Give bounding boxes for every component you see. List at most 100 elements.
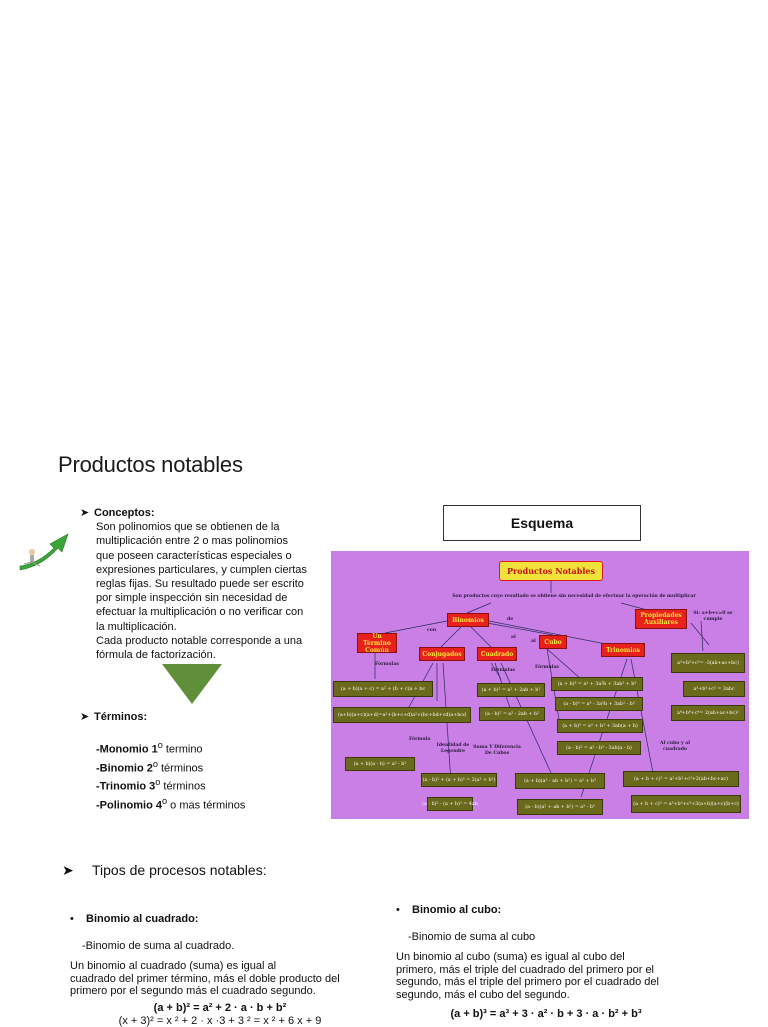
formula-box: (a - b)² = a² - 2ab + b² [479, 707, 545, 721]
concepts-line: multiplicación entre 2 o mas polinomios [96, 535, 288, 548]
concepts-line: expresiones particulares, y cumplen cier… [96, 563, 307, 576]
concepts-line: Cada producto notable corresponde a una [96, 634, 303, 647]
concepts-line: la multiplicación. [96, 620, 177, 633]
concepts-line: efectuar la multiplicación o no verifica… [96, 606, 304, 619]
binomio-cuadrado-formula: (a + b)² = a² + 2 · a · b + b² [153, 1001, 287, 1014]
formula-box: (a + b)³ = a³ + b³ + 3ab(a + b) [557, 719, 643, 733]
term-rest: términos [157, 762, 204, 775]
formula-box: (a - b)³ = a³ - 3a²b + 3ab² - b³ [555, 697, 643, 711]
list-item: -Trinomio 3o términos [96, 775, 330, 794]
concepts-line: Son polinomios que se obtienen de la [96, 521, 280, 534]
binomio-cuadrado-heading: Binomio al cuadrado: [86, 913, 199, 925]
formula-box: a³+b³+c³ = 3abc [683, 681, 745, 697]
concepts-line: fórmula de factorización. [96, 649, 216, 662]
terms-heading: Términos: [94, 711, 148, 723]
growth-arrow-icon [19, 533, 69, 571]
node-termino-comun: Un Término Común [357, 633, 397, 654]
formula-box: (a + b + c)³ = a³+b³+c³+3(a+b)(a+c)(b+c) [631, 795, 741, 813]
para-line: primero por el segundo más el cuadrado s… [70, 985, 316, 998]
map-label-de: de [507, 617, 514, 622]
node-propiedades: Propiedades Auxiliares [635, 609, 687, 629]
down-arrow-icon [162, 664, 222, 704]
map-main-node: Productos Notables [499, 561, 603, 581]
term-sup: o [162, 795, 168, 806]
arrow-bullet-icon: ➤ [62, 862, 74, 878]
term-name: -Trinomio 3 [96, 780, 156, 793]
binomio-cubo-heading: Binomio al cubo: [412, 904, 502, 916]
map-connectors [374, 581, 710, 798]
formula-box: (a - b)² + (a + b)² = 2(a² + b²) [421, 773, 497, 787]
binomio-cuadrado-sub: -Binomio de suma al cuadrado. [82, 939, 235, 952]
binomio-cuadrado-para: Un binomio al cuadrado (suma) es igual a… [70, 960, 370, 998]
map-label-formulas: Fórmulas [491, 668, 516, 673]
term-rest: términos [160, 780, 206, 793]
map-label-con: con [427, 628, 437, 633]
concepts-line: reglas fijas. Su resultado puede ser esc… [96, 578, 304, 591]
formula-box: (a + b)(a - b) = a² - b² [345, 757, 415, 771]
binomio-cubo-para: Un binomio al cubo (suma) es igual al cu… [396, 951, 696, 1001]
para-line: cuadrado del primer término, más el dobl… [70, 972, 340, 985]
map-subtitle: Son productos cuyo resultado se obtiene … [452, 594, 696, 599]
formula-box: (a - b)² - (a + b)² = 4ab [422, 797, 478, 811]
concepts-line: que poseen características especiales o [96, 549, 292, 562]
concepts-body: Son polinomios que se obtienen de la mul… [80, 520, 332, 662]
map-label-al: al [531, 639, 536, 644]
dot-bullet-icon: • [396, 904, 400, 916]
terms-list: -Monomio 1o termino -Binomio 2o términos… [80, 738, 330, 813]
arrow-bullet-icon: ➤ [80, 507, 90, 519]
dot-bullet-icon: • [70, 913, 74, 925]
node-cubo: Cubo [539, 635, 567, 649]
formula-box: (a - b)³ = a³ - b³ - 3ab(a - b) [557, 741, 641, 755]
term-name: -Binomio 2 [96, 762, 153, 775]
esquema-box: Esquema [443, 505, 641, 541]
map-label-formulas: Fórmulas [535, 665, 560, 670]
concepts-heading: Conceptos: [94, 507, 155, 519]
map-label-suma-dif: Suma Y Diferencia De Cubos [473, 745, 521, 756]
binomio-cubo-sub: -Binomio de suma al cubo [408, 930, 536, 943]
concepts-section: ➤ Conceptos: Son polinomios que se obtien… [80, 506, 332, 662]
list-item: -Monomio 1o termino [96, 738, 330, 757]
para-line: Un binomio al cuadrado (suma) es igual a… [70, 960, 277, 973]
binomio-cubo-formula: (a + b)³ = a³ + 3 · a² · b + 3 · a · b² … [450, 1007, 642, 1020]
term-sup: o [152, 758, 158, 769]
list-item: -Binomio 2o términos [96, 757, 330, 776]
node-binomios: Binomios [447, 613, 489, 627]
list-item: -Polinomio 4o o mas términos [96, 794, 330, 813]
binomio-cuadrado-example: (x + 3)² = x ² + 2 · x ·3 + 3 ² = x ² + … [118, 1014, 322, 1027]
formula-box: (a + b)² = a² + 2ab + b² [477, 683, 545, 697]
term-name: -Polinomio 4 [96, 799, 162, 812]
tipos-heading: ➤ Tipos de procesos notables: [62, 862, 267, 879]
formula-box: a³+b³+c³= -3(ab+ac+bc) [671, 653, 745, 673]
para-line: segundo, más el cubo del segundo. [396, 988, 570, 1001]
map-label-si: Si: a+b+c=0 se cumple [693, 611, 733, 622]
concept-map: Productos Notables Son productos cuyo re… [331, 551, 749, 819]
page-title: Productos notables [58, 452, 243, 477]
term-rest: termino [162, 743, 203, 756]
term-name: -Monomio 1 [96, 743, 158, 756]
para-line: segundo, más el triple del primero por e… [396, 976, 659, 989]
term-sup: o [157, 740, 163, 750]
node-trinomios: Trinomios [601, 643, 645, 657]
node-cuadrado: Cuadrado [477, 647, 517, 661]
binomio-cubo-section: • Binomio al cubo: -Binomio de suma al cu… [396, 904, 696, 1020]
terms-section: ➤Términos: -Monomio 1o termino -Binomio … [80, 710, 330, 813]
arrow-bullet-icon: ➤ [80, 711, 90, 723]
node-conjugados: Conjugados [419, 647, 465, 661]
term-sup: o [155, 777, 161, 788]
formula-box: (a + b)(a² - ab + b²) = a³ + b³ [515, 773, 605, 789]
formula-box: (a + b)(a + c) = a² + (b + c)a + bc [333, 681, 433, 697]
binomio-cuadrado-section: • Binomio al cuadrado: -Binomio de suma a… [70, 913, 370, 1027]
map-label-formula: Fórmula [409, 737, 431, 742]
map-label-identidad: Identidad de Legendre [436, 743, 470, 754]
concepts-line: por simple inspección sin necesidad de [96, 592, 288, 605]
formula-box: a⁴+b⁴+c⁴= 2(ab+ac+bc)² [671, 705, 745, 721]
term-rest: o mas términos [167, 799, 246, 812]
para-line: Un binomio al cubo (suma) es igual al cu… [396, 951, 625, 964]
formula-box: (a + b + c)² = a²+b²+c²+2(ab+bc+ac) [623, 771, 739, 787]
formula-box: (a + b)³ = a³ + 3a²b + 3ab² + b³ [551, 677, 643, 691]
formula-box: (a - b)(a² + ab + b²) = a³ - b³ [517, 799, 603, 815]
tipos-heading-text: Tipos de procesos notables: [92, 862, 267, 878]
esquema-label: Esquema [510, 515, 574, 531]
map-label-al-cubo: Al cubo y al cuadrado [660, 741, 690, 752]
map-label-al: al [511, 635, 516, 640]
